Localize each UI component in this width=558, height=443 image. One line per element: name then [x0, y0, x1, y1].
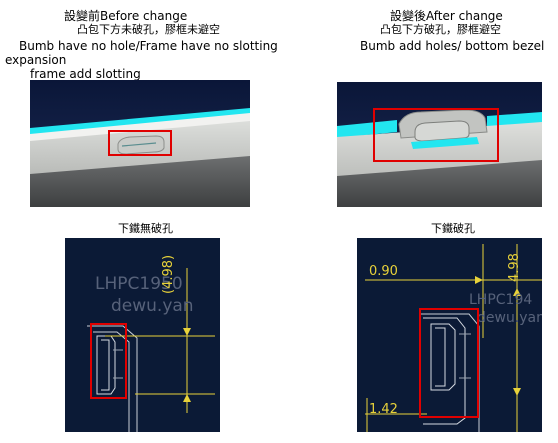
right-3d-highlight-box — [373, 108, 499, 162]
left-cad-caption: 下鐵無破孔 — [118, 222, 173, 235]
left-3d-model-view — [30, 80, 250, 207]
left-desc-line2: expansion — [5, 53, 67, 67]
right-cad-dimension-bottom: 1.42 — [369, 402, 398, 417]
right-cad-drawing: 0.90 4.98 1.42 LHPC194 dewu.yan — [357, 238, 542, 432]
right-cad-dimension-horizontal: 0.90 — [369, 264, 398, 279]
left-cad-watermark-2: dewu.yan — [111, 296, 194, 316]
right-title: 設變後After change — [390, 9, 503, 23]
right-desc-line1: Bumb add holes/ bottom bezel — [360, 39, 545, 53]
left-cad-linework — [87, 268, 215, 432]
left-title: 設變前Before change — [64, 9, 188, 23]
right-cad-highlight-box — [419, 308, 479, 418]
right-3d-model-illustration — [337, 82, 542, 207]
left-cad-drawing: LHPC1950 dewu.yan (4.98) — [65, 238, 220, 432]
left-desc-line1: Bumb have no hole/Frame have no slotting — [19, 39, 278, 53]
right-cad-dimension-vertical: 4.98 — [507, 253, 522, 282]
left-subtitle: 凸包下方未破孔，膠框未避空 — [77, 23, 220, 36]
left-cad-watermark-1: LHPC1950 — [95, 274, 183, 294]
right-cad-linework — [365, 244, 542, 432]
right-cad-caption: 下鐵破孔 — [431, 222, 475, 235]
left-3d-highlight-box — [108, 130, 172, 156]
left-desc-line3: frame add slotting — [30, 67, 141, 81]
left-3d-model-illustration — [30, 80, 250, 207]
right-cad-watermark-2: dewu.yan — [477, 310, 542, 326]
right-3d-model-view — [337, 82, 542, 207]
left-cad-dimension: (4.98) — [161, 254, 176, 294]
right-cad-watermark-1: LHPC194 — [469, 292, 533, 308]
right-subtitle: 凸包下方破孔，膠框避空 — [380, 23, 501, 36]
left-cad-highlight-box — [90, 323, 127, 399]
